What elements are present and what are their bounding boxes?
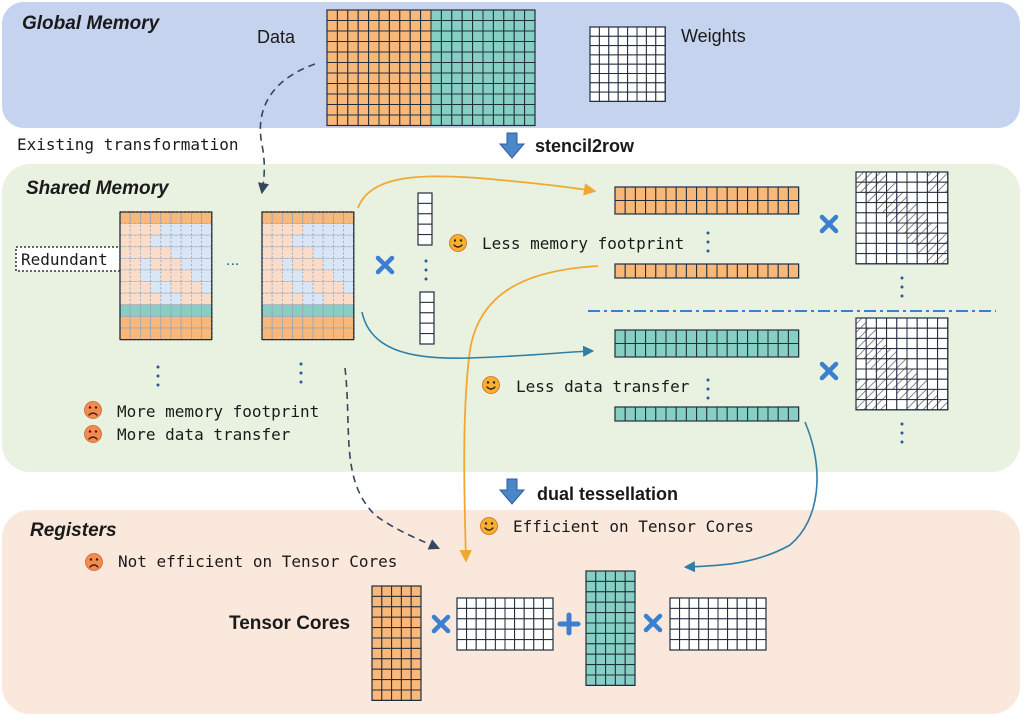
more-transfer-label: More data transfer (117, 425, 291, 444)
sad-face-icon (84, 401, 102, 419)
not-efficient-label: Not efficient on Tensor Cores (118, 552, 397, 571)
horizontal-ellipsis: ... (226, 252, 239, 269)
happy-face-icon (449, 234, 467, 252)
efficient-label: Efficient on Tensor Cores (513, 517, 754, 536)
ellipsis-dots-weights-bottom (900, 422, 904, 444)
existing-transformation-label: Existing transformation (17, 135, 239, 154)
blue-arrow-to-registers (683, 421, 818, 573)
tensor-cores-label: Tensor Cores (229, 613, 350, 634)
orange-row-top (614, 186, 800, 215)
global-memory-title: Global Memory (22, 13, 161, 34)
registers-title: Registers (30, 520, 117, 541)
weight-column-top (417, 192, 433, 246)
happy-face-icon (482, 376, 500, 394)
ellipsis-dots-left (156, 365, 160, 387)
multiply-icon (431, 614, 451, 634)
ellipsis-dots-row-top (706, 231, 710, 253)
dual-tessellation-label: dual tessellation (537, 484, 678, 504)
ellipsis-dots-column (424, 259, 428, 281)
less-transfer-label: Less data transfer (516, 377, 690, 396)
orange-arrow-to-row (357, 175, 597, 209)
shared-memory-region (2, 164, 1020, 472)
teal-row-top (614, 329, 800, 358)
stencil2row-down-arrow-icon (498, 132, 526, 159)
orange-row-bottom (614, 263, 800, 279)
less-memory-label: Less memory footprint (482, 234, 684, 253)
hatched-weights-top (855, 171, 949, 265)
stencil2row-label: stencil2row (535, 136, 635, 156)
redundant-label: Redundant (21, 250, 108, 269)
dual-tessellation-down-arrow-icon (498, 478, 526, 505)
ellipsis-dots-right (299, 362, 303, 384)
weights-label: Weights (681, 26, 746, 46)
plus-icon (557, 612, 581, 636)
weight-column-bottom (419, 291, 435, 345)
data-label: Data (257, 27, 296, 47)
global-weights-grid (589, 26, 666, 103)
register-weights-grid-1 (456, 597, 554, 651)
multiply-icon (643, 613, 663, 633)
ellipsis-dots-row-bottom (706, 378, 710, 400)
shared-block-left (119, 211, 213, 341)
multiply-icon (375, 255, 395, 275)
blue-arrow-to-row (361, 311, 595, 360)
sad-face-icon (84, 425, 102, 443)
multiply-icon (819, 361, 839, 381)
existing-transformation-arrow (257, 63, 316, 195)
multiply-icon (819, 214, 839, 234)
more-memory-label: More memory footprint (117, 402, 319, 421)
register-teal-grid (585, 570, 636, 687)
ellipsis-dots-weights-top (900, 276, 904, 298)
shared-memory-title: Shared Memory (26, 178, 170, 199)
shared-block-right (261, 211, 355, 341)
hatched-weights-bottom (855, 317, 949, 411)
register-orange-grid (371, 585, 422, 702)
register-weights-grid-2 (669, 597, 767, 651)
happy-face-icon (480, 517, 498, 535)
teal-row-bottom (614, 406, 800, 422)
orange-arrow-to-registers (459, 265, 599, 563)
sad-face-icon (85, 553, 103, 571)
global-data-grid (326, 9, 536, 127)
